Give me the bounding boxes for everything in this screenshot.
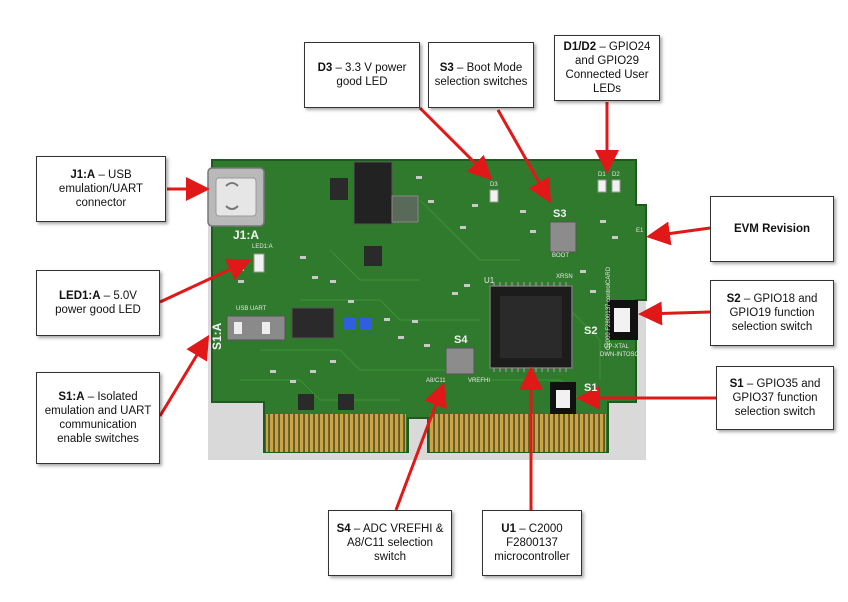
callout-led1a-title: LED1:A <box>59 290 101 302</box>
callout-d1d2-title: D1/D2 <box>563 41 597 53</box>
board-label-dwnintosc: DWN-INTOSC <box>600 352 639 358</box>
board-label-s1: S1 <box>584 382 598 394</box>
arrow-s2 <box>638 301 711 326</box>
edge-fingers-left <box>266 414 406 452</box>
arrow-led1a <box>159 258 252 304</box>
callout-u1-title: U1 <box>501 523 516 535</box>
d1-led <box>597 179 607 193</box>
d3-led <box>489 189 499 203</box>
arrow-d3 <box>418 106 493 181</box>
edge-fingers-right <box>430 414 606 452</box>
board-label-led1a: LED1:A <box>252 244 273 250</box>
isolator-ic <box>353 161 393 225</box>
callout-u1-text: – C2000 F2800137 microcontroller <box>494 523 570 563</box>
s4-switch <box>445 347 475 375</box>
arrow-s1a <box>158 334 210 417</box>
pcb <box>211 159 647 453</box>
small-ic-1 <box>330 178 348 200</box>
board-label-s2: S2 <box>584 325 598 337</box>
callout-evm-revision: EVM Revision <box>710 196 834 262</box>
board-label-controlcard: C2000 F2800137 controlCARD <box>606 266 612 350</box>
board-label-d3: D3 <box>490 182 498 188</box>
d2-led <box>611 179 621 193</box>
board-label-upxtal: UP-XTAL <box>604 344 629 350</box>
callout-s1: S1 – GPIO35 and GPIO37 function selectio… <box>716 366 834 430</box>
callout-s1a-title: S1:A <box>58 391 85 403</box>
blue-switch-2 <box>360 318 372 330</box>
board-label-s1a: S1:A <box>210 322 224 350</box>
callout-d3-title: D3 <box>317 62 333 74</box>
callout-u1: U1 – C2000 F2800137 microcontroller <box>482 510 582 576</box>
callout-s1a-text: – Isolated emulation and UART communicat… <box>44 391 152 445</box>
callout-s4-title: S4 <box>336 523 351 535</box>
board-label-vrefhi: VREFHI <box>468 378 491 384</box>
callout-s2-title: S2 <box>726 293 741 305</box>
blue-switch-1 <box>344 318 356 330</box>
board-label-d1: D1 <box>598 172 606 178</box>
callout-j1a-title: J1:A <box>70 169 96 181</box>
board-label-u1: U1 <box>484 276 495 285</box>
callout-s3: S3 – Boot Mode selection switches <box>428 42 534 108</box>
board-label-e1: E1 <box>636 228 644 234</box>
callout-s1-text: – GPIO35 and GPIO37 function selection s… <box>732 378 821 418</box>
led1a-component <box>253 253 265 273</box>
small-ic-2 <box>364 246 382 266</box>
small-ic-3 <box>298 394 314 410</box>
callout-s3-text: – Boot Mode selection switches <box>434 62 528 88</box>
callout-led1a: LED1:A – 5.0V power good LED <box>36 270 160 336</box>
board-label-boot: BOOT <box>552 253 570 259</box>
arrow-s3 <box>496 109 551 204</box>
passive-components <box>238 176 618 383</box>
board-label-a8c11: A8/C11 <box>426 378 446 384</box>
callout-d1d2-text: – GPIO24 and GPIO29 Connected User LEDs <box>565 41 651 95</box>
board-label-usb-uart: USB UART <box>236 306 267 312</box>
arrow-s4 <box>394 382 447 511</box>
arrow-evm <box>646 221 711 246</box>
board-label-s3: S3 <box>553 208 567 220</box>
callout-s2-text: – GPIO18 and GPIO19 function selection s… <box>729 293 818 333</box>
board-label-xrsn: XRSN <box>556 274 573 280</box>
callout-arrows <box>158 102 716 511</box>
ftdi-ic <box>291 307 335 339</box>
small-ic-4 <box>338 394 354 410</box>
crystal <box>391 195 419 223</box>
callout-evm-title: EVM Revision <box>733 223 811 235</box>
callout-s4-text: – ADC VREFHI & A8/C11 selection switch <box>346 523 444 563</box>
callout-led1a-text: – 5.0V power good LED <box>55 290 141 316</box>
board-label-d2: D2 <box>612 172 620 178</box>
board-label-j1a: J1:A <box>233 228 260 242</box>
pcb-traces <box>240 199 601 401</box>
callout-s2: S2 – GPIO18 and GPIO19 function selectio… <box>710 280 834 346</box>
callout-s3-title: S3 <box>439 62 454 74</box>
board-label-s4: S4 <box>454 334 468 346</box>
s3-switch <box>549 221 577 253</box>
callout-s1a: S1:A – Isolated emulation and UART commu… <box>36 372 160 464</box>
callout-j1a: J1:A – USB emulation/UART connector <box>36 156 166 222</box>
u1-mcu <box>489 282 573 372</box>
callout-d1d2: D1/D2 – GPIO24 and GPIO29 Connected User… <box>554 35 660 101</box>
callout-j1a-text: – USB emulation/UART connector <box>58 169 144 209</box>
callout-s4: S4 – ADC VREFHI & A8/C11 selection switc… <box>328 510 452 576</box>
callout-s1-title: S1 <box>729 378 744 390</box>
callout-d3: D3 – 3.3 V power good LED <box>304 42 420 108</box>
callout-d3-text: – 3.3 V power good LED <box>332 62 407 88</box>
